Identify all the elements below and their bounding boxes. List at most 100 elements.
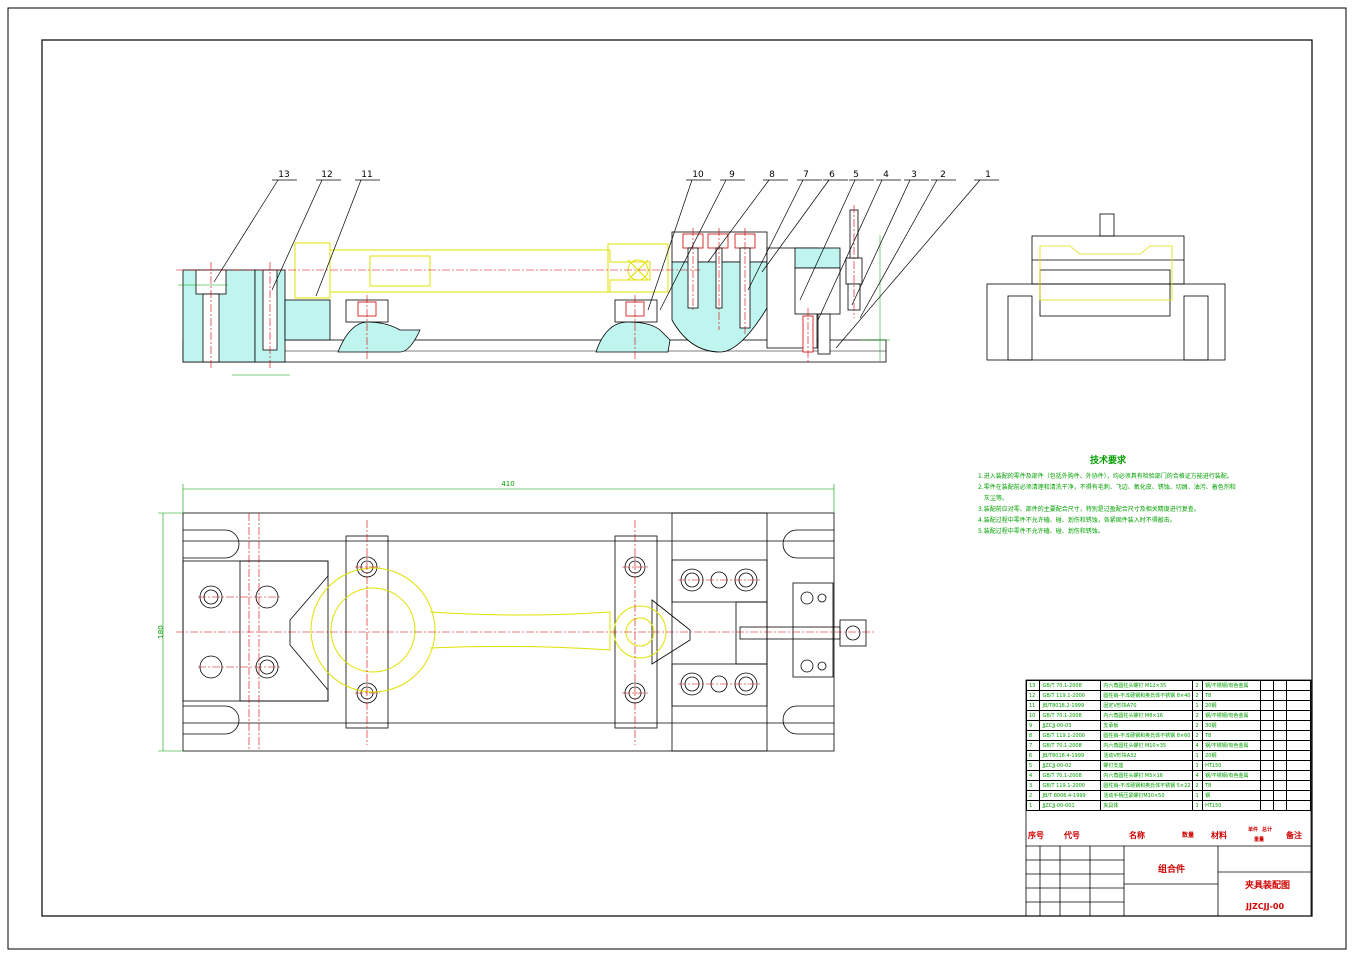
bom-cell-qty: 1 bbox=[1192, 800, 1204, 811]
bom-header-total-weight: 总计 bbox=[1262, 827, 1273, 833]
front-view bbox=[176, 205, 890, 376]
bom-cell-material: 20钢 bbox=[1202, 750, 1261, 761]
drawing-code: JJZCJJ-00 bbox=[1246, 902, 1285, 911]
bom-header-no: 序号 bbox=[1028, 831, 1044, 840]
bom-cell-no: 11 bbox=[1025, 700, 1041, 711]
bom-cell-qty: 2 bbox=[1192, 730, 1204, 741]
bom-cell-no: 4 bbox=[1025, 770, 1041, 781]
bom-cell-empty bbox=[1272, 680, 1287, 691]
bom-cell-no: 7 bbox=[1025, 740, 1041, 751]
bom-cell-empty bbox=[1285, 760, 1312, 771]
bom-cell-material: 30钢 bbox=[1202, 720, 1261, 731]
part-label-10: 10 bbox=[692, 170, 704, 180]
bom-cell-empty bbox=[1272, 720, 1287, 731]
bom-cell-code: GB/T 70.1-2008 bbox=[1039, 710, 1102, 721]
bom-cell-no: 13 bbox=[1025, 680, 1041, 691]
bom-cell-material: 钢 bbox=[1202, 790, 1261, 801]
bom-cell-code: GB/T 119.1-2000 bbox=[1039, 690, 1102, 701]
bom-cell-qty: 4 bbox=[1192, 770, 1204, 781]
bom-cell-qty: 2 bbox=[1192, 690, 1204, 701]
bom-cell-empty bbox=[1259, 750, 1274, 761]
part-label-8: 8 bbox=[769, 170, 775, 180]
tech-title: 技术要求 bbox=[1089, 456, 1126, 466]
bom-cell-qty: 4 bbox=[1192, 740, 1204, 751]
bom-cell-material: T8 bbox=[1202, 690, 1261, 701]
bom-cell-empty bbox=[1272, 750, 1287, 761]
bom-cell-empty bbox=[1272, 730, 1287, 741]
bom-cell-empty bbox=[1259, 780, 1274, 791]
bom-cell-empty bbox=[1285, 790, 1312, 801]
bom-header-weight: 重量 bbox=[1254, 837, 1265, 843]
bom-header-remark: 备注 bbox=[1286, 831, 1302, 840]
bom-cell-empty bbox=[1259, 790, 1274, 801]
tech-item: 1.进入装配的零件及部件（包括外购件、外协件），均必须具有检验部门的合格证方能进… bbox=[978, 473, 1233, 480]
bom-cell-empty bbox=[1259, 760, 1274, 771]
bom-cell-empty bbox=[1259, 800, 1274, 811]
bom-cell-empty bbox=[1272, 800, 1287, 811]
bom-cell-qty: 1 bbox=[1192, 700, 1204, 711]
dim-overall-width: 180 bbox=[157, 625, 165, 638]
bom-cell-material: T8 bbox=[1202, 780, 1261, 791]
part-label-11: 11 bbox=[361, 170, 372, 180]
bom-header-code: 代号 bbox=[1064, 831, 1080, 840]
bom-cell-material: T8 bbox=[1202, 730, 1261, 741]
part-label-2: 2 bbox=[940, 170, 946, 180]
bom-cell-no: 3 bbox=[1025, 780, 1041, 791]
bom-cell-empty bbox=[1259, 680, 1274, 691]
bom-header-qty: 数量 bbox=[1182, 832, 1195, 839]
bom-header-unit-weight: 单件 bbox=[1248, 827, 1259, 833]
bom-cell-qty: 2 bbox=[1192, 720, 1204, 731]
bom-cell-empty bbox=[1285, 700, 1312, 711]
bom-cell-qty: 1 bbox=[1192, 790, 1204, 801]
bom-cell-no: 12 bbox=[1025, 690, 1041, 701]
bom-cell-no: 9 bbox=[1025, 720, 1041, 731]
side-view bbox=[986, 213, 1226, 361]
bom-cell-empty bbox=[1259, 700, 1274, 711]
bom-cell-empty bbox=[1272, 690, 1287, 701]
part-label-1: 1 bbox=[985, 170, 991, 180]
part-label-3: 3 bbox=[911, 170, 917, 180]
bom-cell-empty bbox=[1272, 710, 1287, 721]
bom-cell-empty bbox=[1259, 720, 1274, 731]
outer-border bbox=[7, 7, 1347, 950]
part-label-4: 4 bbox=[883, 170, 889, 180]
bom-cell-empty bbox=[1272, 700, 1287, 711]
bom-cell-code: GB/T 70.1-2008 bbox=[1039, 680, 1102, 691]
inner-border bbox=[41, 39, 1313, 917]
bom-cell-empty bbox=[1259, 730, 1274, 741]
bom-cell-material: 钢/不锈钢/有色金属 bbox=[1202, 710, 1261, 721]
bom-cell-name: 螺钉支座 bbox=[1100, 760, 1194, 771]
bom-cell-qty: 2 bbox=[1192, 710, 1204, 721]
bom-cell-no: 1 bbox=[1025, 800, 1041, 811]
bom-cell-empty bbox=[1272, 740, 1287, 751]
bom-cell-name: 支承板 bbox=[1100, 720, 1194, 731]
bom-cell-empty bbox=[1285, 750, 1312, 761]
bom-cell-empty bbox=[1272, 770, 1287, 781]
bom-cell-qty: 2 bbox=[1192, 680, 1204, 691]
bom-cell-code: GB/T 70.1-2008 bbox=[1039, 770, 1102, 781]
tech-item: 灰尘等。 bbox=[984, 495, 1009, 502]
bom-cell-no: 6 bbox=[1025, 750, 1041, 761]
bom-cell-empty bbox=[1272, 790, 1287, 801]
part-label-9: 9 bbox=[729, 170, 735, 180]
bom-cell-material: HT150 bbox=[1202, 800, 1261, 811]
bom-cell-no: 2 bbox=[1025, 790, 1041, 801]
bom-cell-empty bbox=[1259, 740, 1274, 751]
bom-cell-name: 圆柱销-不淬硬钢和奥氏体不锈钢 8×60 bbox=[1100, 730, 1194, 741]
bom-header-material: 材料 bbox=[1211, 831, 1227, 840]
leader-lines bbox=[213, 179, 999, 349]
bom-header: 序号 代号 名称 数量 材料 单件 总计 重量 备注 bbox=[1026, 824, 1311, 846]
bom-cell-name: 固定V形块A70 bbox=[1100, 700, 1194, 711]
part-label-6: 6 bbox=[829, 170, 835, 180]
bom-cell-material: HT150 bbox=[1202, 760, 1261, 771]
bom-cell-code: JB/T8018.4-1999 bbox=[1039, 750, 1102, 761]
tech-item: 2.零件在装配前必须清理和清洗干净，不得有毛刺、飞边、氧化皮、锈蚀、切屑、油污、… bbox=[978, 484, 1236, 491]
bom-cell-material: 钢/不锈钢/有色金属 bbox=[1202, 770, 1261, 781]
